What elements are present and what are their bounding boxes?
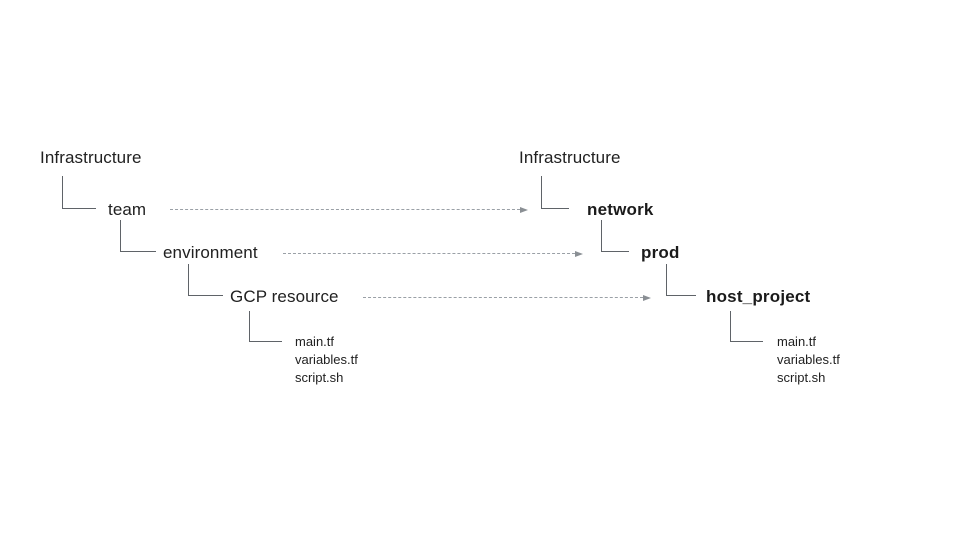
- tree-node-network: network: [587, 200, 654, 219]
- file-item: main.tf: [777, 334, 817, 349]
- tree-connector: [730, 311, 763, 342]
- tree-connector: [666, 264, 696, 296]
- arrowhead-icon: [643, 294, 651, 301]
- tree-connector: [188, 264, 223, 296]
- tree-connector: [62, 176, 96, 209]
- right-file-list: main.tf variables.tf script.sh: [777, 333, 840, 387]
- file-item: variables.tf: [295, 352, 358, 367]
- left-tree-root-label: Infrastructure: [40, 148, 142, 167]
- right-tree-root-label: Infrastructure: [519, 148, 621, 167]
- arrowhead-icon: [520, 206, 528, 213]
- file-item: script.sh: [295, 370, 344, 385]
- left-file-list: main.tf variables.tf script.sh: [295, 333, 358, 387]
- file-item: variables.tf: [777, 352, 840, 367]
- arrow-team-to-network: [170, 206, 528, 213]
- tree-node-team: team: [108, 200, 147, 219]
- tree-connector: [249, 311, 282, 342]
- tree-connector: [601, 220, 629, 252]
- tree-node-prod: prod: [641, 243, 680, 262]
- tree-node-host-project: host_project: [706, 287, 811, 306]
- tree-connector: [120, 220, 156, 252]
- file-item: main.tf: [295, 334, 335, 349]
- arrow-gcp-resource-to-host-project: [363, 294, 651, 301]
- tree-node-gcp-resource: GCP resource: [230, 287, 339, 306]
- tree-connector: [541, 176, 569, 209]
- tree-node-environment: environment: [163, 243, 258, 262]
- arrowhead-icon: [575, 250, 583, 257]
- arrow-environment-to-prod: [283, 250, 583, 257]
- file-item: script.sh: [777, 370, 826, 385]
